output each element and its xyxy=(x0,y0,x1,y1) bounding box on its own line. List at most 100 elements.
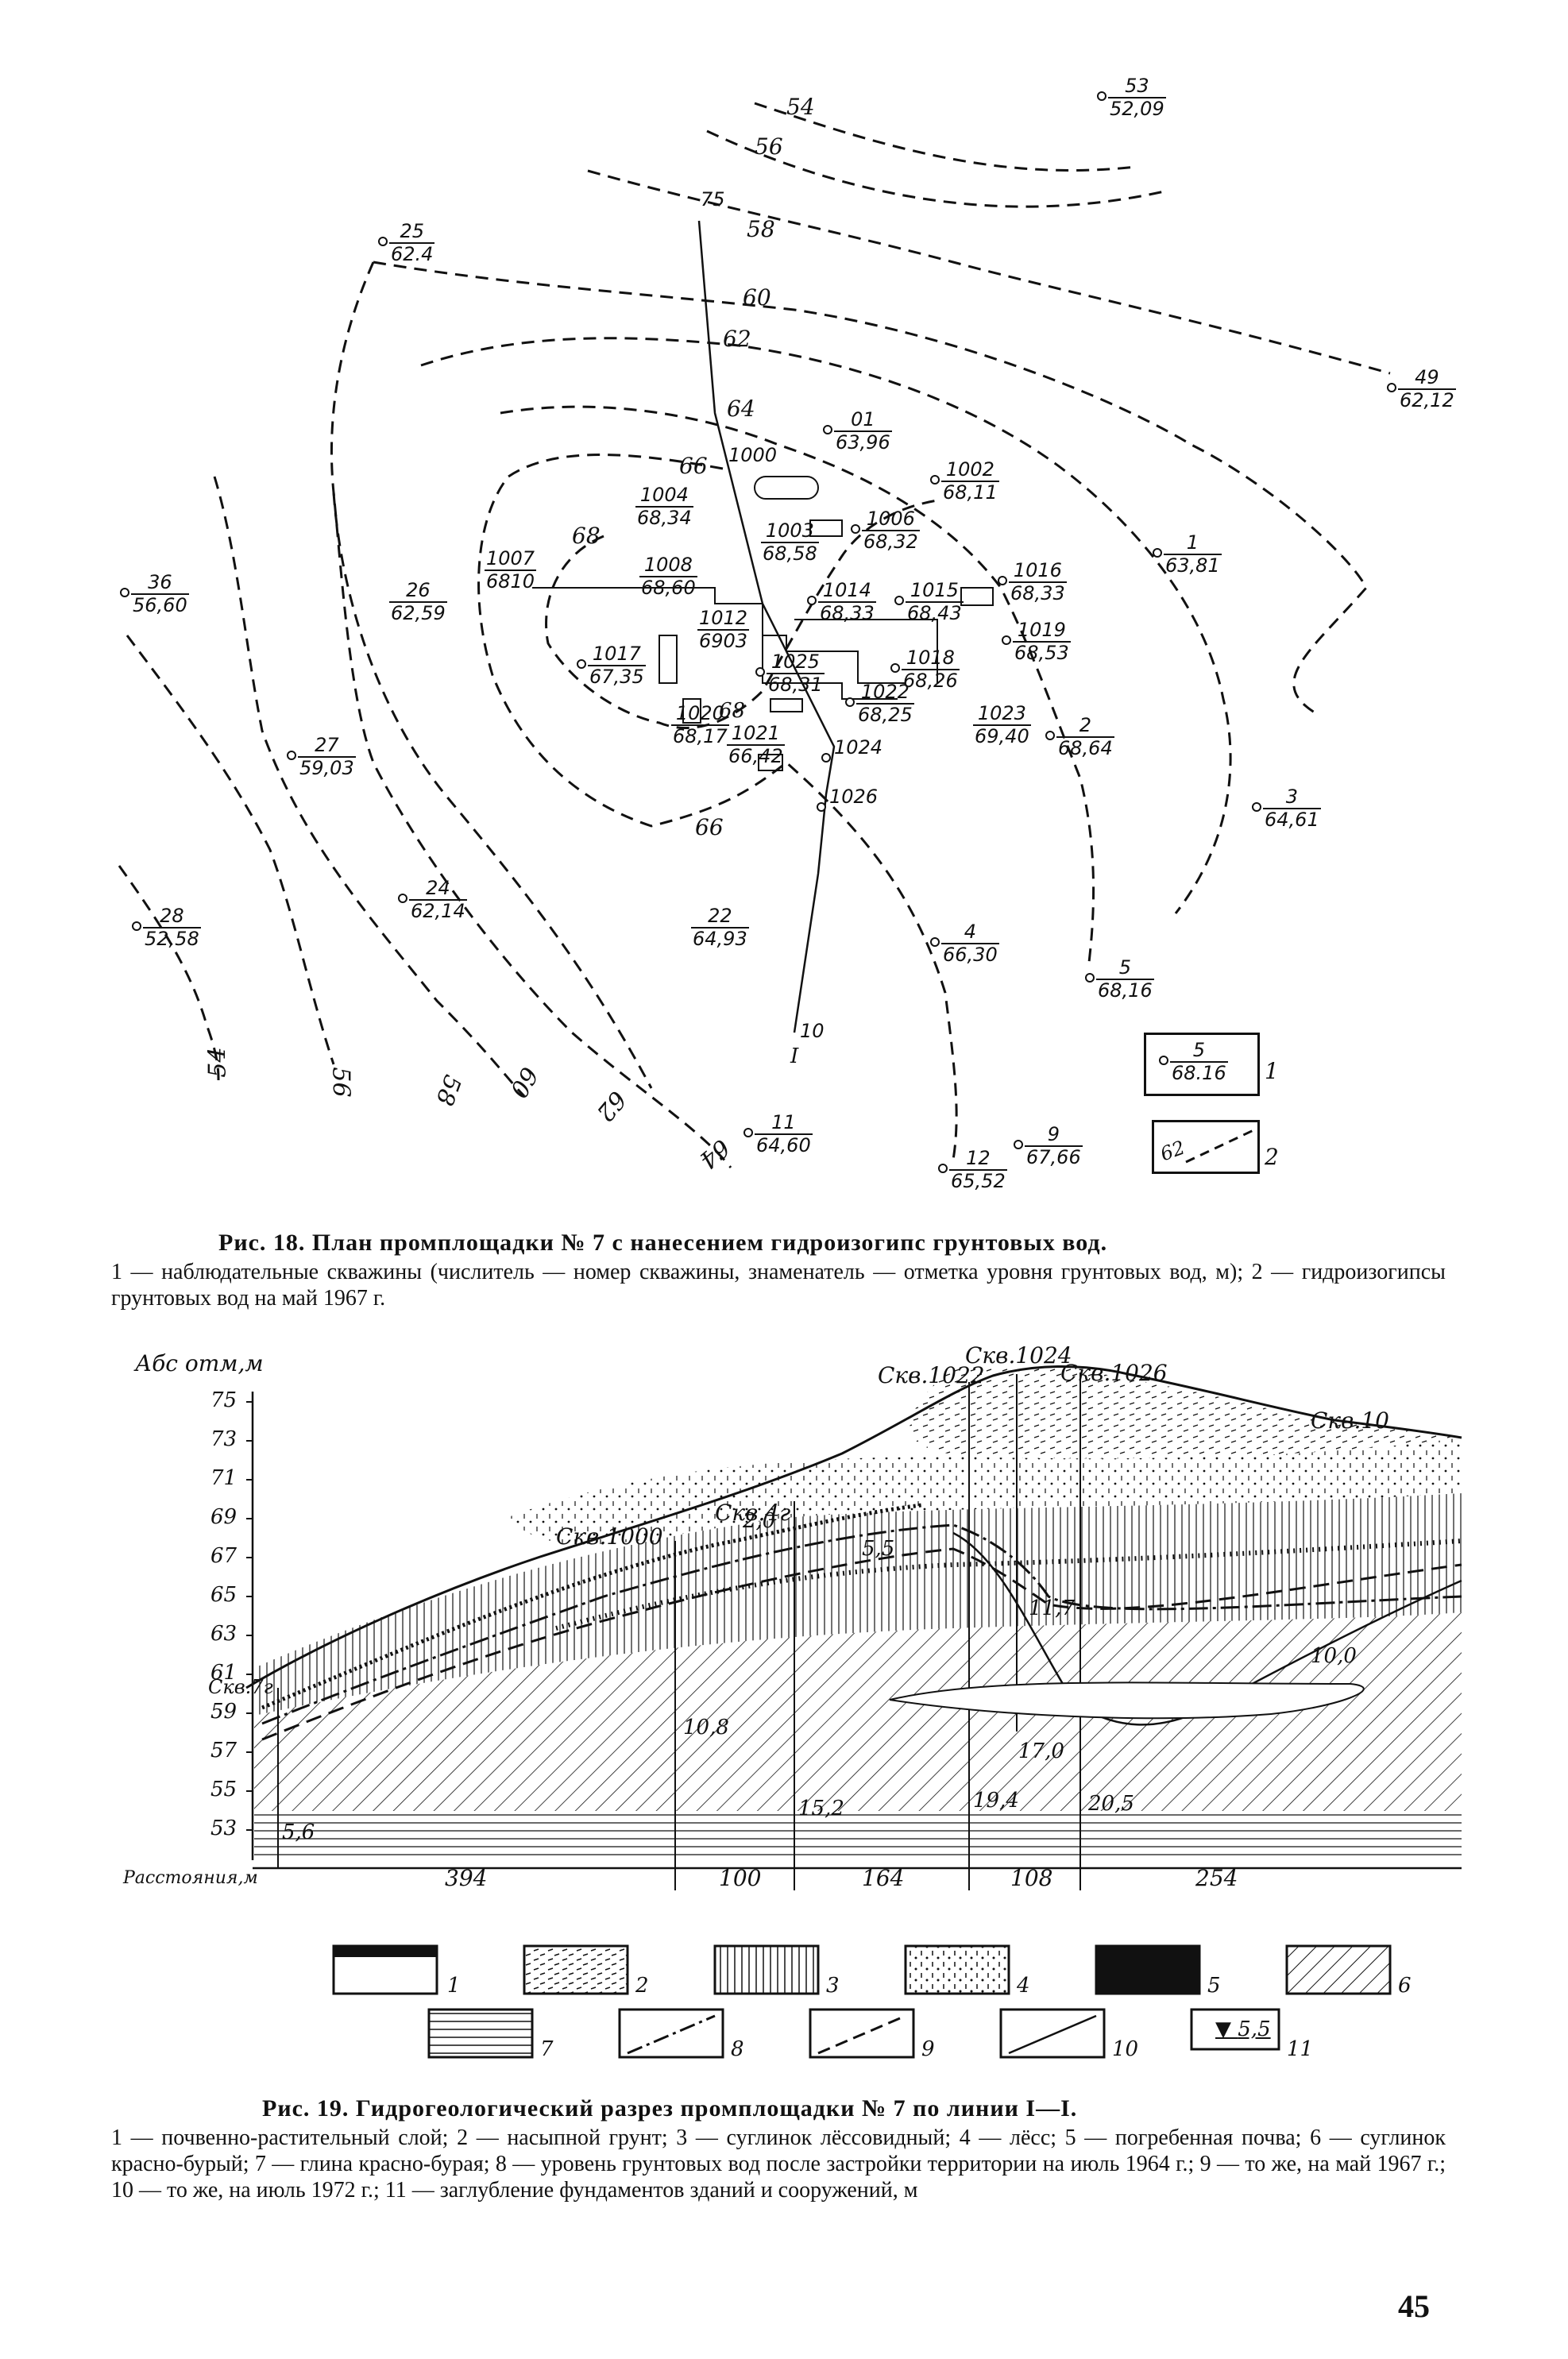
legend-line-gw-1967 xyxy=(817,2014,906,2055)
foundation-depth: 10,8 xyxy=(683,1716,729,1739)
well: 1024 xyxy=(821,737,884,763)
contour-label: 68 xyxy=(572,523,601,549)
fig19-legend xyxy=(332,1944,1392,2059)
y-tick: 57 xyxy=(210,1739,238,1762)
contour-label: 60 xyxy=(743,284,771,311)
legend-label: 3 xyxy=(826,1974,840,1998)
contour-left-56 xyxy=(126,635,335,1065)
fig19-caption-text: 1 — почвенно-растительный слой; 2 — насы… xyxy=(111,2125,1446,2203)
legend-label: 5 xyxy=(1207,1974,1221,1998)
legend-swatch-buried-soil xyxy=(1095,1944,1201,1995)
legend-swatch-soil-top xyxy=(334,1946,437,1957)
well-label: Скв.1024 xyxy=(965,1342,1072,1369)
y-tick: 67 xyxy=(210,1544,238,1568)
legend-swatch-clay xyxy=(427,2008,534,2059)
distance-value: 108 xyxy=(1010,1865,1053,1891)
distance-value: 164 xyxy=(862,1865,905,1891)
fig18-plan-map xyxy=(118,102,1391,1168)
well: 75 xyxy=(701,188,725,210)
legend-label: 7 xyxy=(540,2037,554,2061)
fig19-caption-title: Рис. 19. Гидрогеологический разрез промп… xyxy=(262,2095,1078,2122)
legend-label: 4 xyxy=(1017,1974,1030,1998)
well: 10 xyxy=(800,1020,825,1042)
layer-loess xyxy=(508,1438,1462,1545)
foundation-depth: 10,0 xyxy=(1311,1644,1357,1668)
hydro-isohypses xyxy=(118,102,1391,1168)
y-tick: 65 xyxy=(210,1583,238,1607)
legend-swatch-red-brown-loam xyxy=(1285,1944,1392,1995)
well: 1026 xyxy=(817,786,879,812)
gw-level-1972 xyxy=(952,1531,1462,1726)
foundation-depth: 20,5 xyxy=(1088,1792,1134,1816)
ground-surface xyxy=(245,1365,1462,1689)
distance-label: Расстояния,м xyxy=(123,1868,258,1888)
contour-60 xyxy=(373,261,1368,716)
page-number: 45 xyxy=(1398,2288,1430,2324)
well-label: Скв.1000 xyxy=(556,1523,663,1550)
y-tick: 69 xyxy=(210,1505,238,1529)
contour-left-58 xyxy=(213,476,526,1098)
y-tick: 59 xyxy=(210,1700,238,1724)
layer-loess-loam xyxy=(254,1493,1462,1716)
foundation-depth: 11,7 xyxy=(1029,1596,1075,1620)
legend-swatch-foundation xyxy=(1190,2008,1280,2051)
y-tick: 71 xyxy=(210,1466,238,1490)
legend-label: 10 xyxy=(1112,2037,1139,2061)
contour-left-60 xyxy=(330,261,732,1168)
contour-56 xyxy=(706,129,1168,208)
well-label: Скв.10 xyxy=(1311,1407,1389,1434)
legend-foundation-depth: ▼ 5,5 xyxy=(1215,2017,1271,2041)
layer-red-brown-loam xyxy=(254,1612,1462,1811)
fig18-caption-text: 1 — наблюдательные скважины (числитель —… xyxy=(111,1260,1446,1311)
foundation-depth: 5,6 xyxy=(282,1820,315,1844)
contour-68 xyxy=(545,499,938,729)
contour-label: 66 xyxy=(695,814,724,840)
legend-swatch-loess-loam xyxy=(713,1944,820,1995)
well-label: Скв.1026 xyxy=(1060,1360,1168,1386)
contour-66 xyxy=(477,454,958,1160)
well-label: Скв.4г xyxy=(715,1500,791,1526)
foundation-depth: 19,4 xyxy=(973,1789,1019,1813)
legend-line-gw-1964 xyxy=(627,2014,716,2055)
gw-level-1967 xyxy=(261,1547,1462,1741)
distance-value: 100 xyxy=(719,1865,762,1891)
foundation-depth: 15,2 xyxy=(798,1797,844,1820)
legend-label: 9 xyxy=(921,2037,935,2061)
y-tick: 55 xyxy=(210,1778,238,1801)
contour-label: 56 xyxy=(755,133,783,160)
distance-value: 254 xyxy=(1195,1865,1238,1891)
contour-label: 64 xyxy=(727,396,755,422)
contour-label: 54 xyxy=(203,1047,232,1078)
contour-left-62 xyxy=(332,492,653,1089)
y-tick: 75 xyxy=(210,1388,238,1412)
legend-label: 1 xyxy=(1265,1058,1279,1084)
foundation-depth: 5,5 xyxy=(862,1537,895,1561)
contour-54 xyxy=(754,102,1137,172)
contour-label: 68 xyxy=(719,699,746,723)
